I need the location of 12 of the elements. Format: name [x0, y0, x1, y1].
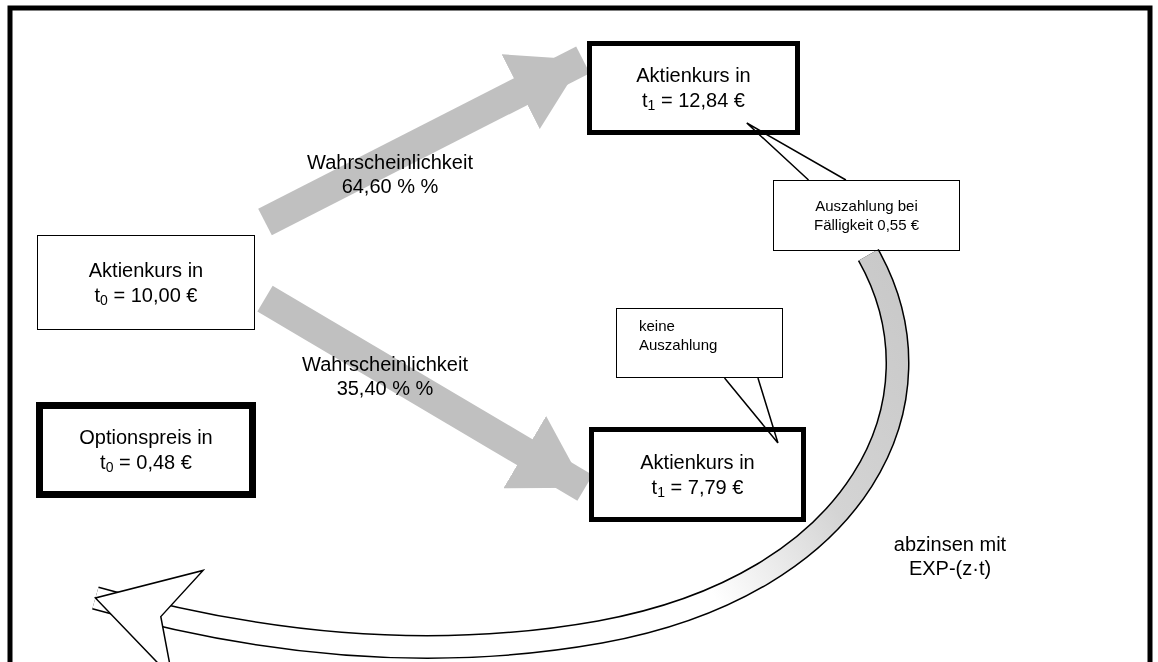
edge-label: Wahrscheinlichkeit 64,60 % % [306, 150, 474, 198]
callout-box: Auszahlung bei Fälligkeit 0,55 € [773, 180, 960, 251]
callout-pointer [746, 122, 847, 181]
process-box: Aktienkurs in t$_{1}$ = 7,79 € [589, 427, 806, 522]
callout-box: keine Auszahlung [616, 308, 783, 378]
callout-pointer [723, 377, 779, 444]
edge-label: abzinsen mit EXP-(z·t) [892, 532, 1008, 580]
block-arrow [258, 46, 590, 236]
result-box: Optionspreis in t$_{0}$ = 0,48 € [36, 402, 256, 498]
edge-label: Wahrscheinlichkeit 35,40 % % [301, 352, 469, 400]
process-box: Aktienkurs in t$_{1}$ = 12,84 € [587, 41, 800, 135]
process-box: Aktienkurs in t$_{0}$ = 10,00 € [37, 235, 255, 330]
